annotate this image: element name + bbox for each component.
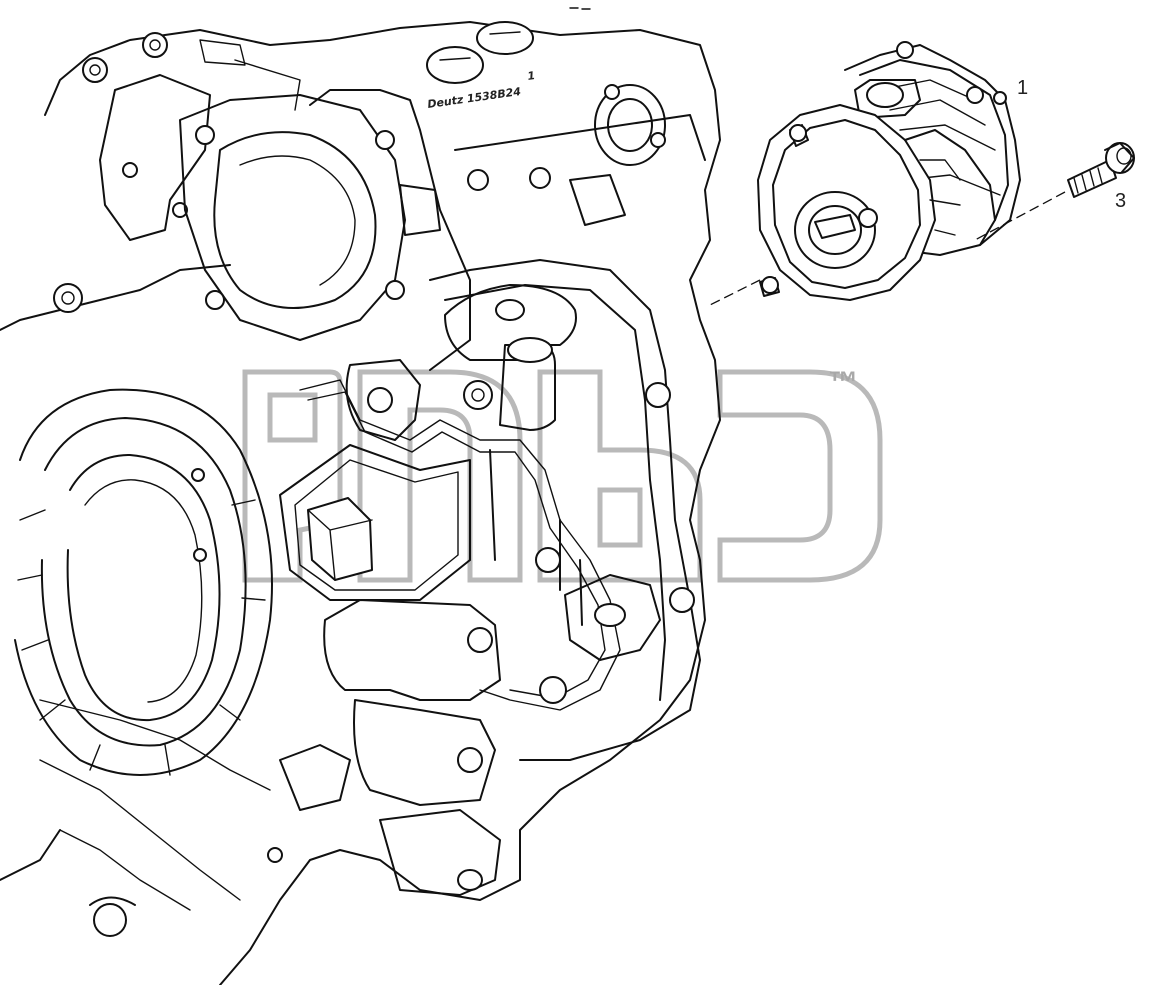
watermark-logo: ™ <box>242 366 883 583</box>
hydraulic-pump <box>757 41 1021 301</box>
casting-mark: 1 <box>527 69 536 83</box>
callout-1: 1 <box>1017 77 1028 99</box>
casting-text: Deutz 1538B24 <box>427 85 522 111</box>
callout-3: 3 <box>1115 190 1126 212</box>
trademark-symbol: ™ <box>828 366 858 399</box>
cap-screw <box>1067 142 1135 198</box>
assembly-axis-line <box>709 191 1066 306</box>
engine-block: Deutz 1538B24 1 <box>0 21 721 985</box>
scan-mark <box>569 7 591 10</box>
